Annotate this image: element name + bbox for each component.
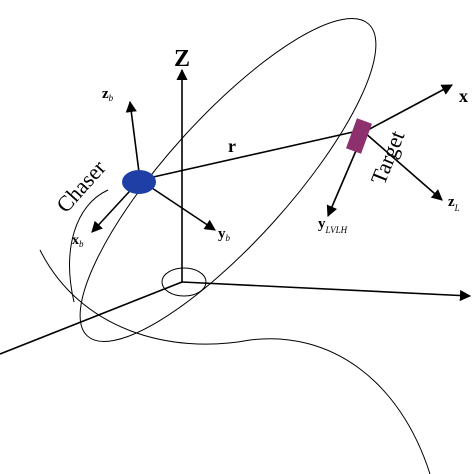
orbit-ellipse-lower (39, 249, 431, 474)
chaser-body (122, 170, 156, 194)
label-r: r (228, 136, 236, 156)
label-inertial-z: Z (174, 46, 190, 72)
chaser-rotation-arc (69, 189, 109, 303)
label-x-lvlh: x (459, 86, 468, 106)
label-y-lvlh: yLVLH (318, 216, 348, 235)
label-xb: xb (72, 233, 84, 249)
label-target: Target (365, 127, 409, 188)
target-body (346, 118, 372, 154)
origin-ellipse (161, 267, 207, 297)
label-z-lvlh: zL (448, 194, 460, 213)
inertial-x-axis (0, 281, 183, 355)
inertial-y-axis (181, 281, 472, 302)
label-yb: yb (218, 226, 231, 243)
target-x-lvlh-axis (363, 84, 453, 133)
target-z-lvlh-axis (363, 131, 443, 201)
label-chaser: Chaser (51, 155, 111, 218)
orbit-ellipse-tilted (79, 18, 377, 342)
relative-position-vector (139, 129, 363, 181)
chaser-zb-axis (125, 100, 141, 181)
label-zb: zb (102, 86, 114, 103)
